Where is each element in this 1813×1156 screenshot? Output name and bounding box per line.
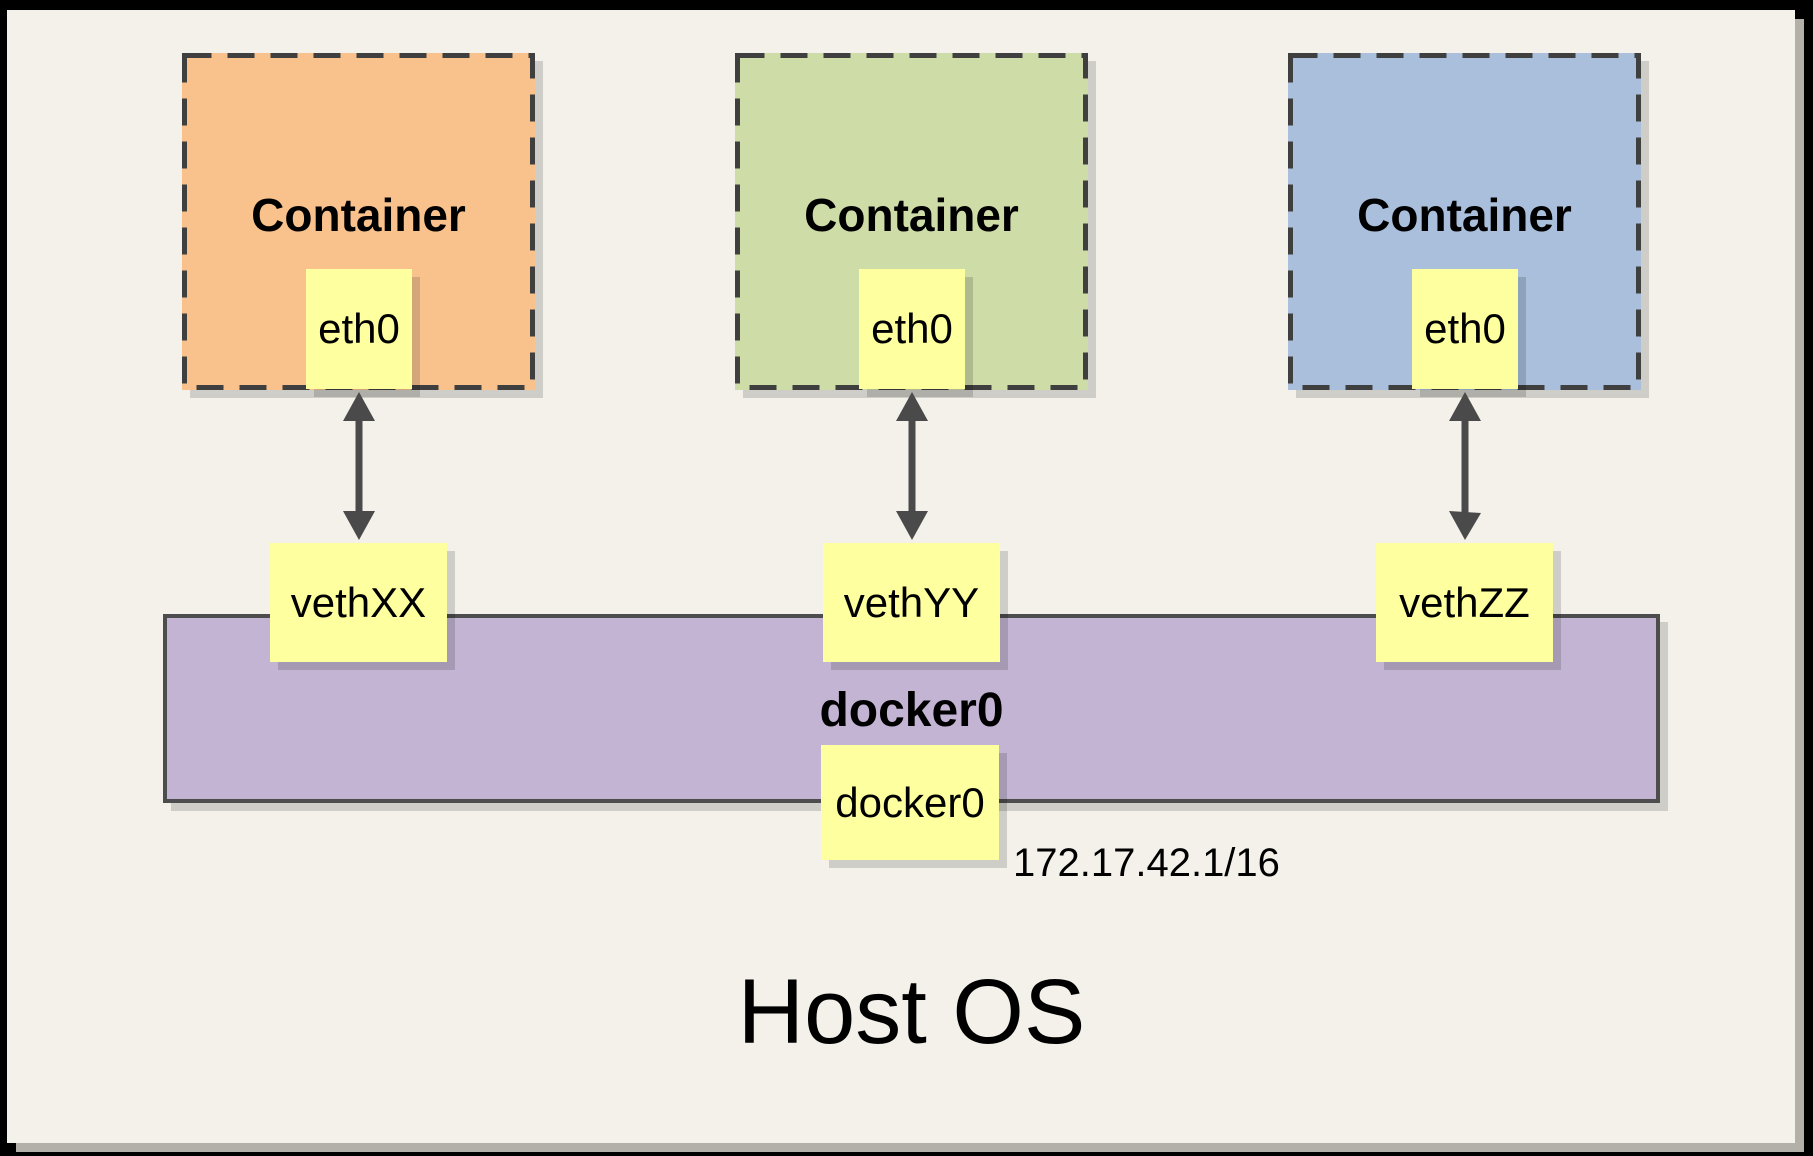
eth0-label: eth0 [1424,305,1506,352]
container-box-2: Container [735,53,1088,390]
container-label: Container [804,189,1019,241]
eth0-port-box-1: eth0 [306,269,412,389]
dashed-border [182,53,535,390]
vethyy-label: vethYY [843,578,980,626]
vethxx-port-box: vethXX [270,543,447,662]
vethzz-label: vethZZ [1399,578,1530,626]
eth0-label: eth0 [871,305,953,352]
vethzz-port-box: vethZZ [1376,543,1553,662]
eth0-port-box-3: eth0 [1412,269,1518,389]
container-label: Container [1357,189,1572,241]
dashed-border [735,53,1088,390]
diagram-canvas: Container Container Container eth0 eth0 … [7,10,1795,1143]
eth0-label: eth0 [318,305,400,352]
vethxx-label: vethXX [290,578,427,626]
dashed-border [1288,53,1641,390]
eth0-port-box-2: eth0 [859,269,965,389]
bidirectional-arrow-icon [896,392,928,540]
bidirectional-arrow-icon [1449,392,1481,540]
docker0-port-label: docker0 [835,778,985,826]
host-os-label: Host OS [737,961,1086,1063]
docker0-port-box: docker0 [821,745,999,860]
bridge-ip-label: 172.17.42.1/16 [1013,841,1280,885]
docker0-bridge-label: docker0 [819,684,1004,737]
vethyy-port-box: vethYY [823,543,1000,662]
bidirectional-arrow-icon [343,392,375,540]
container-label: Container [251,189,466,241]
